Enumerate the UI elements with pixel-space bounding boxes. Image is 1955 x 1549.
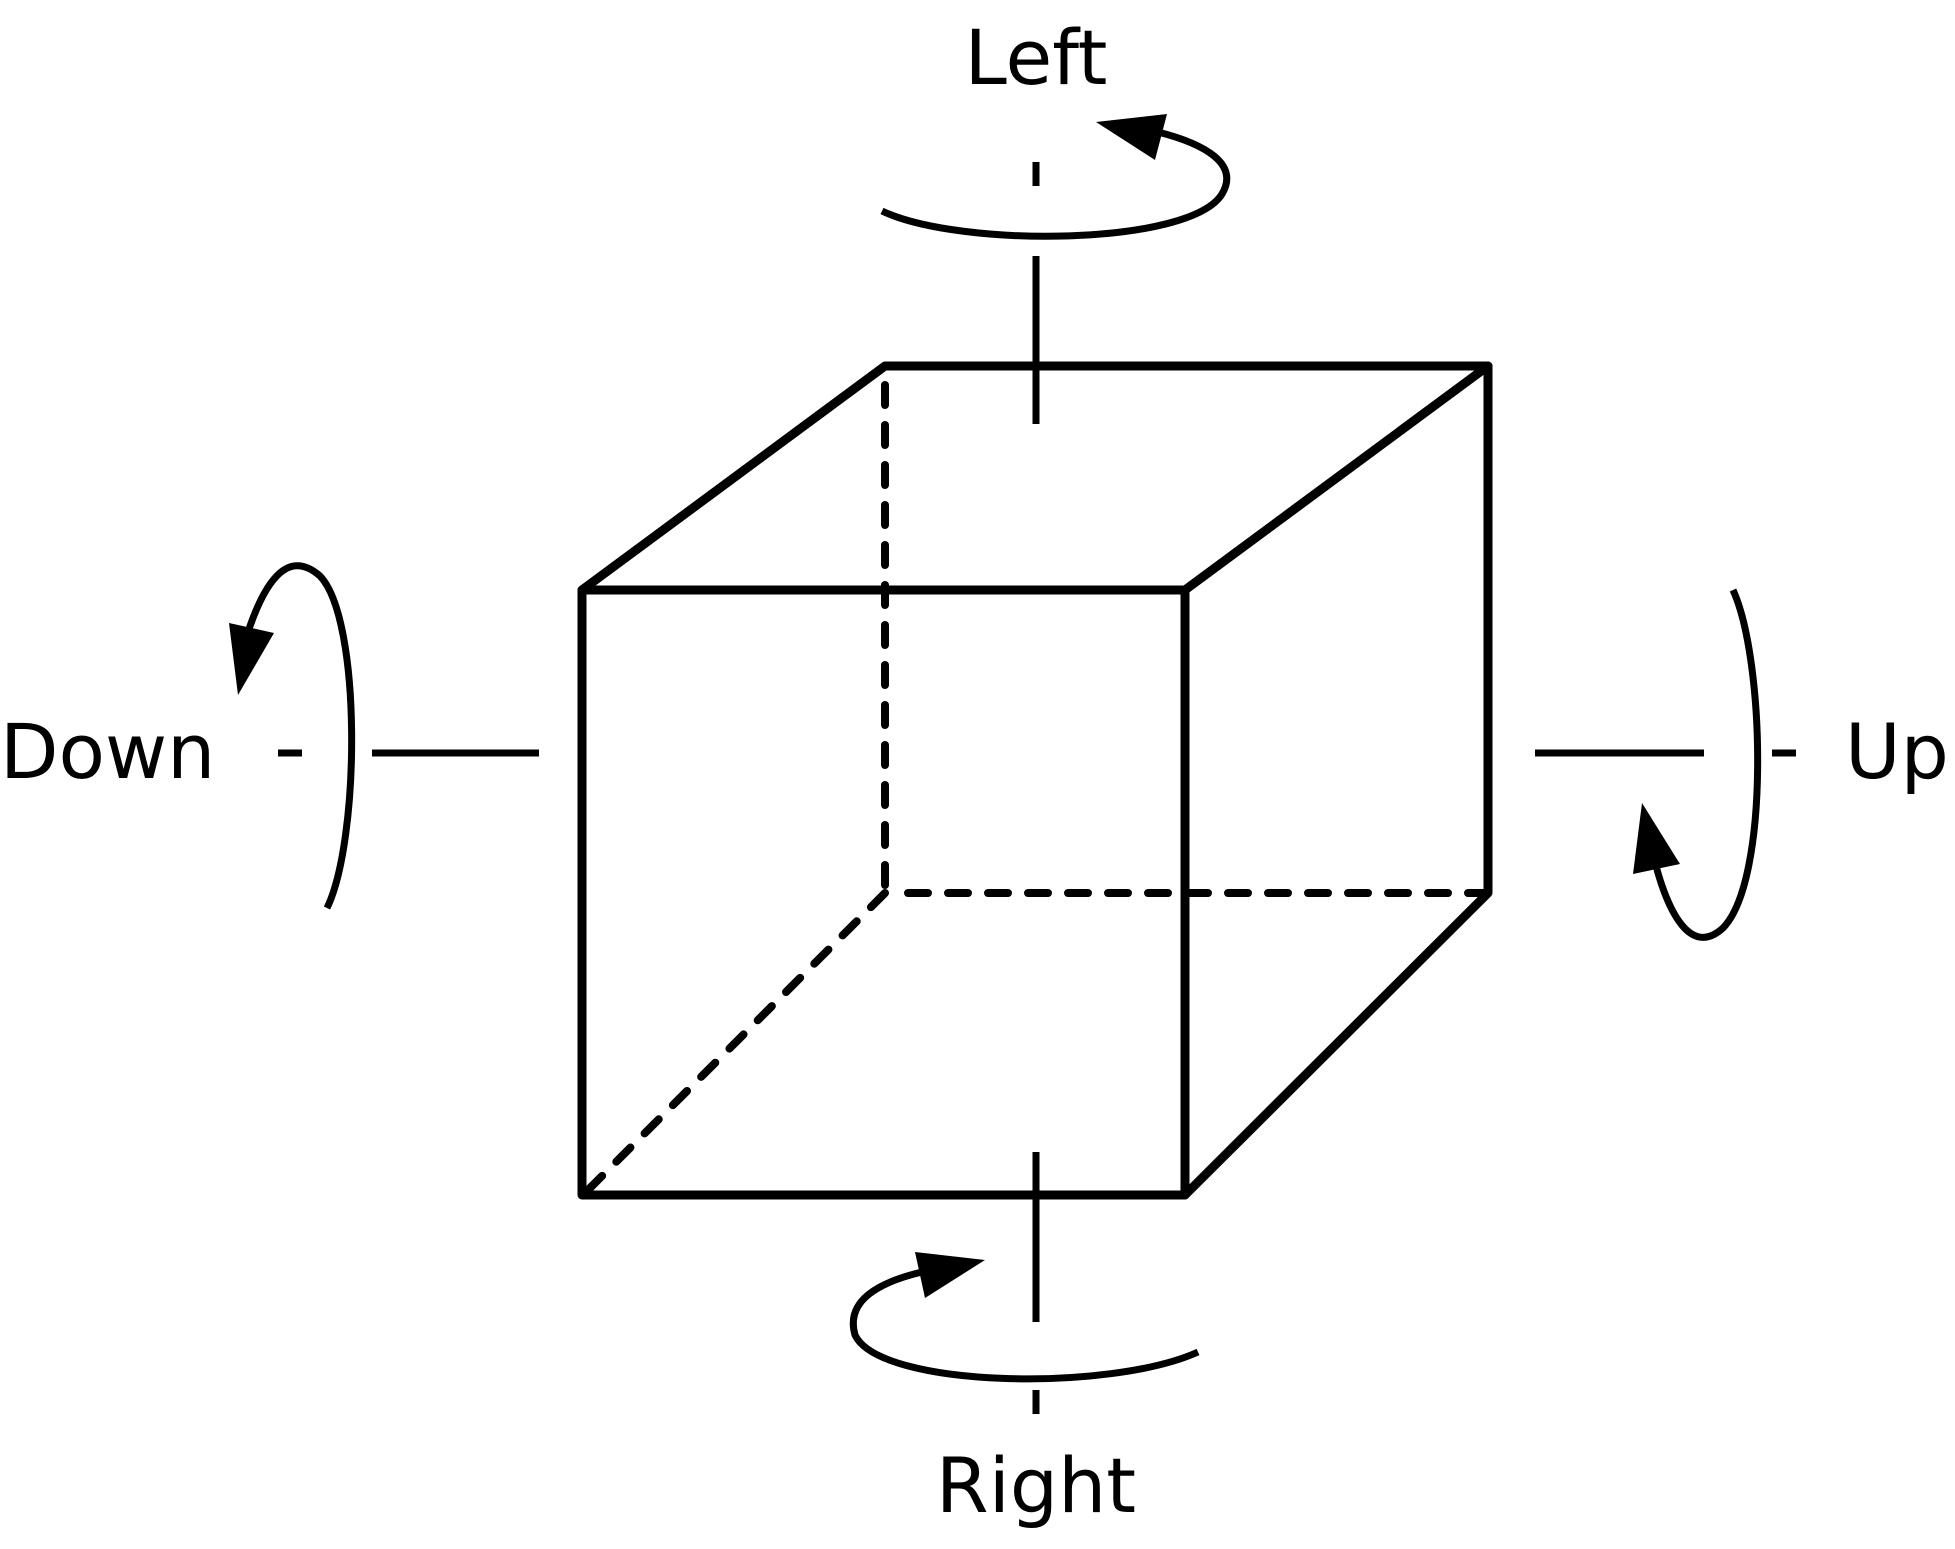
hidden-edges: [584, 381, 1492, 1194]
label-up: Up: [1845, 707, 1949, 796]
hidden-edge-diagonal: [584, 889, 889, 1194]
rotate-down-arrow: [229, 562, 356, 910]
cube-front-face: [577, 585, 1190, 1200]
label-down: Down: [0, 707, 215, 796]
rotate-down-arrowhead: [229, 623, 274, 695]
rotate-left-arc: [880, 128, 1231, 240]
label-right: Right: [936, 1441, 1136, 1530]
rotate-left-arrow: [880, 114, 1231, 240]
rotate-right-arrow: [849, 1252, 1200, 1383]
cube: [577, 361, 1493, 1200]
cube-top-face: [577, 361, 1493, 595]
rotate-right-arc: [849, 1268, 1200, 1383]
label-left: Left: [965, 13, 1108, 102]
rotate-up-arrowhead: [1633, 803, 1680, 874]
cube-right-face: [1180, 361, 1493, 1200]
rotate-up-arc: [1652, 588, 1762, 941]
rotate-left-arrowhead: [1096, 114, 1167, 160]
rotate-right-arrowhead: [915, 1252, 985, 1298]
rotate-down-arc: [244, 562, 356, 910]
rotate-up-arrow: [1633, 588, 1762, 941]
